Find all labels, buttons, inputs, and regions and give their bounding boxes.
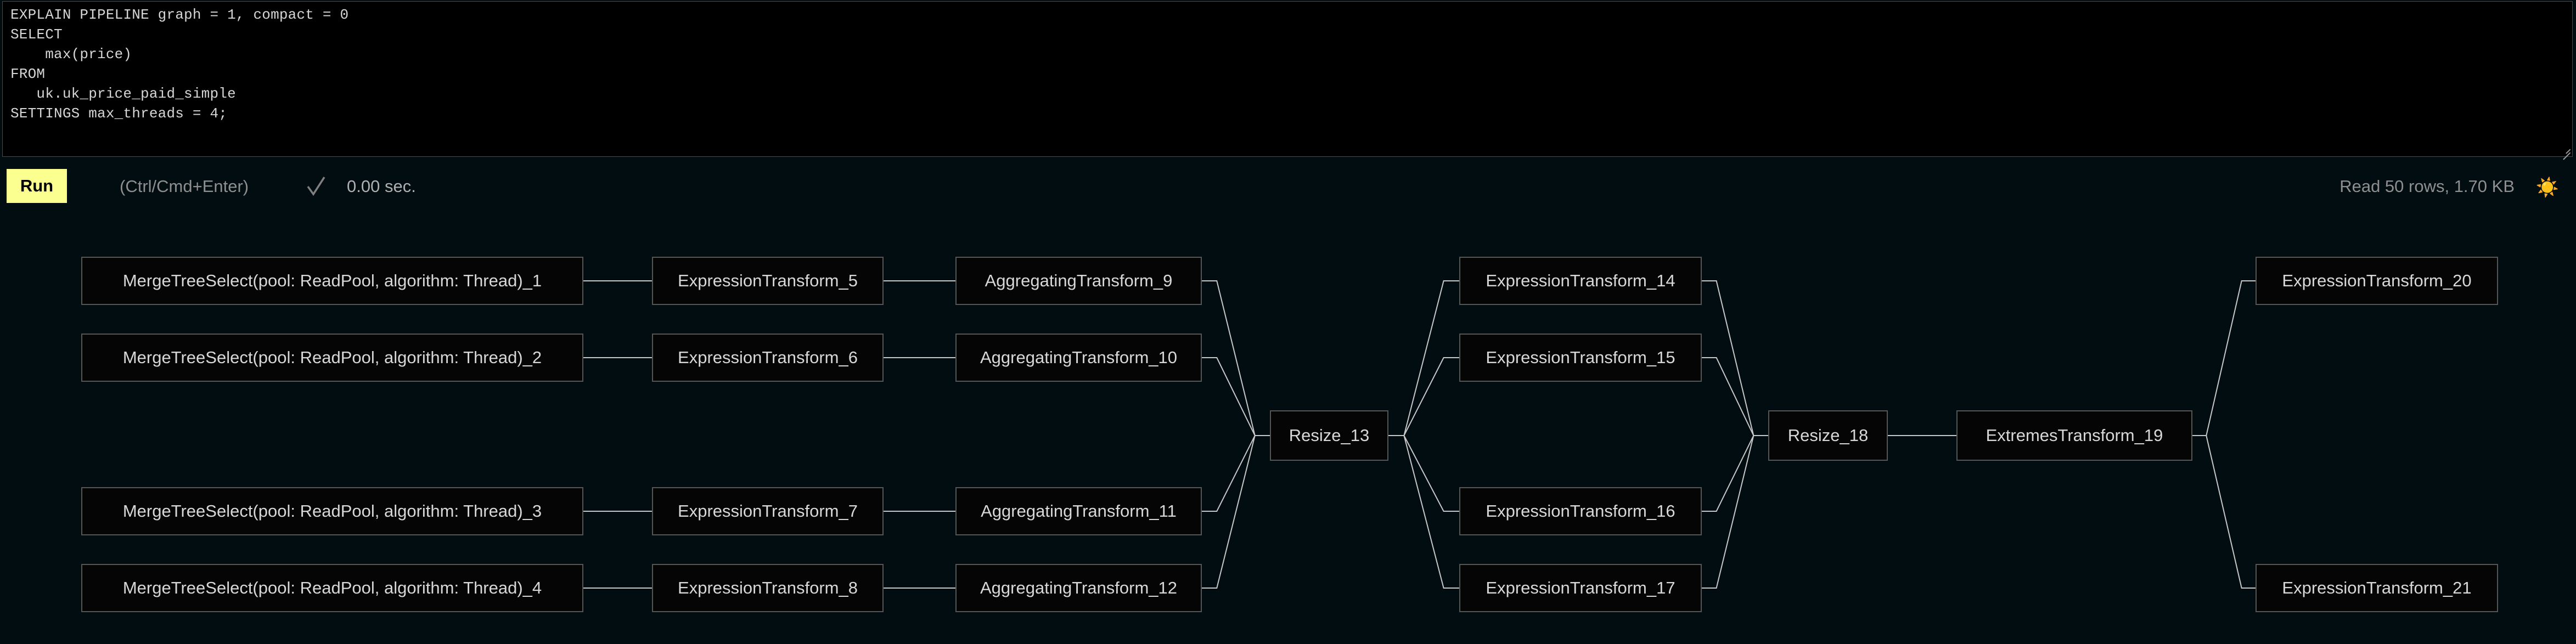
graph-node[interactable]: AggregatingTransform_9 bbox=[955, 257, 1202, 305]
query-toolbar: Run (Ctrl/Cmd+Enter) 0.00 sec. Read 50 r… bbox=[0, 161, 2576, 203]
theme-toggle-sun-icon[interactable]: ☀️ bbox=[2535, 177, 2560, 198]
graph-node[interactable]: MergeTreeSelect(pool: ReadPool, algorith… bbox=[81, 334, 583, 382]
graph-node[interactable]: ExpressionTransform_20 bbox=[2256, 257, 2498, 305]
read-stats-label: Read 50 rows, 1.70 KB bbox=[2339, 177, 2515, 196]
graph-edge bbox=[1202, 357, 1270, 436]
graph-node[interactable]: ExpressionTransform_8 bbox=[652, 564, 884, 612]
graph-node-label: Resize_13 bbox=[1289, 426, 1370, 445]
graph-edge bbox=[1702, 435, 1768, 589]
graph-node-label: AggregatingTransform_10 bbox=[980, 348, 1177, 367]
graph-node[interactable]: AggregatingTransform_12 bbox=[955, 564, 1202, 612]
graph-edge bbox=[1202, 435, 1270, 589]
graph-node-label: ExpressionTransform_8 bbox=[678, 578, 858, 597]
graph-node-label: ExpressionTransform_21 bbox=[2282, 578, 2472, 597]
check-icon bbox=[306, 176, 326, 197]
graph-node[interactable]: AggregatingTransform_11 bbox=[955, 487, 1202, 535]
graph-node-label: MergeTreeSelect(pool: ReadPool, algorith… bbox=[122, 348, 542, 367]
graph-node-label: ExtremesTransform_19 bbox=[1986, 426, 2163, 445]
graph-node-label: ExpressionTransform_16 bbox=[1486, 501, 1675, 521]
graph-node[interactable]: ExtremesTransform_19 bbox=[1956, 410, 2192, 461]
elapsed-time-label: 0.00 sec. bbox=[347, 177, 416, 196]
keyboard-shortcut-hint: (Ctrl/Cmd+Enter) bbox=[120, 177, 249, 196]
graph-node[interactable]: AggregatingTransform_10 bbox=[955, 334, 1202, 382]
graph-node[interactable]: Resize_13 bbox=[1270, 410, 1388, 461]
graph-node[interactable]: ExpressionTransform_6 bbox=[652, 334, 884, 382]
graph-edge bbox=[1702, 357, 1768, 436]
graph-node-label: ExpressionTransform_7 bbox=[678, 501, 858, 521]
graph-node-label: Resize_18 bbox=[1787, 426, 1869, 445]
graph-edge bbox=[2192, 280, 2256, 436]
graph-node[interactable]: ExpressionTransform_21 bbox=[2256, 564, 2498, 612]
graph-node-label: MergeTreeSelect(pool: ReadPool, algorith… bbox=[122, 578, 542, 597]
graph-node-label: ExpressionTransform_5 bbox=[678, 271, 858, 290]
graph-node[interactable]: ExpressionTransform_15 bbox=[1459, 334, 1702, 382]
pipeline-edges-layer bbox=[583, 280, 2256, 589]
graph-node-label: AggregatingTransform_11 bbox=[981, 501, 1177, 521]
graph-node[interactable]: ExpressionTransform_14 bbox=[1459, 257, 1702, 305]
graph-node[interactable]: MergeTreeSelect(pool: ReadPool, algorith… bbox=[81, 257, 583, 305]
graph-node-label: MergeTreeSelect(pool: ReadPool, algorith… bbox=[122, 501, 542, 521]
graph-node-label: ExpressionTransform_15 bbox=[1486, 348, 1675, 367]
graph-edge bbox=[1388, 435, 1459, 512]
graph-node-label: AggregatingTransform_9 bbox=[985, 271, 1173, 290]
graph-edge bbox=[1702, 435, 1768, 512]
graph-node[interactable]: Resize_18 bbox=[1768, 410, 1888, 461]
graph-edge bbox=[1202, 435, 1270, 512]
graph-node-label: MergeTreeSelect(pool: ReadPool, algorith… bbox=[122, 271, 542, 290]
graph-edge bbox=[1388, 357, 1459, 436]
graph-node[interactable]: ExpressionTransform_17 bbox=[1459, 564, 1702, 612]
graph-node-label: ExpressionTransform_17 bbox=[1486, 578, 1675, 597]
graph-edge bbox=[1388, 435, 1459, 589]
graph-node-label: ExpressionTransform_20 bbox=[2282, 271, 2472, 290]
graph-node[interactable]: ExpressionTransform_5 bbox=[652, 257, 884, 305]
graph-node[interactable]: MergeTreeSelect(pool: ReadPool, algorith… bbox=[81, 564, 583, 612]
graph-edge bbox=[2192, 435, 2256, 589]
graph-node[interactable]: MergeTreeSelect(pool: ReadPool, algorith… bbox=[81, 487, 583, 535]
graph-node-label: ExpressionTransform_6 bbox=[678, 348, 858, 367]
run-button[interactable]: Run bbox=[7, 169, 67, 203]
pipeline-graph: MergeTreeSelect(pool: ReadPool, algorith… bbox=[0, 208, 2576, 644]
graph-node[interactable]: ExpressionTransform_7 bbox=[652, 487, 884, 535]
graph-node[interactable]: ExpressionTransform_16 bbox=[1459, 487, 1702, 535]
graph-node-label: AggregatingTransform_12 bbox=[980, 578, 1177, 597]
graph-node-label: ExpressionTransform_14 bbox=[1486, 271, 1675, 290]
sql-query-textarea[interactable] bbox=[2, 1, 2573, 157]
query-editor-panel bbox=[0, 0, 2576, 160]
